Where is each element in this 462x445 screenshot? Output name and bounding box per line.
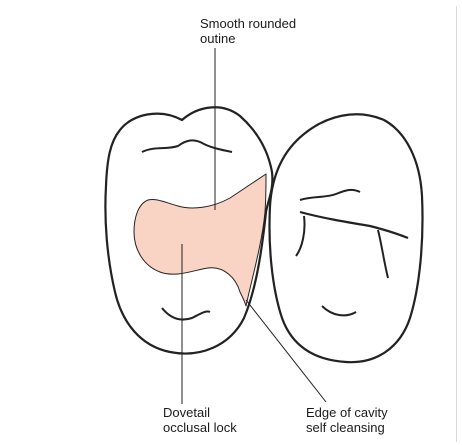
label-edge-line-1: Edge of cavity [306,405,388,420]
right-tooth-outline [270,114,423,362]
label-smooth-line-2: outine [200,31,296,46]
label-smooth-rounded-outline: Smooth rounded outine [200,16,296,46]
label-dovetail-line-2: occlusal lock [163,420,237,435]
label-edge-line-2: self cleansing [306,420,388,435]
label-dovetail-line-1: Dovetail [163,405,237,420]
label-edge-of-cavity: Edge of cavity self cleansing [306,405,388,435]
label-smooth-line-1: Smooth rounded [200,16,296,31]
label-dovetail-occlusal-lock: Dovetail occlusal lock [163,405,237,435]
